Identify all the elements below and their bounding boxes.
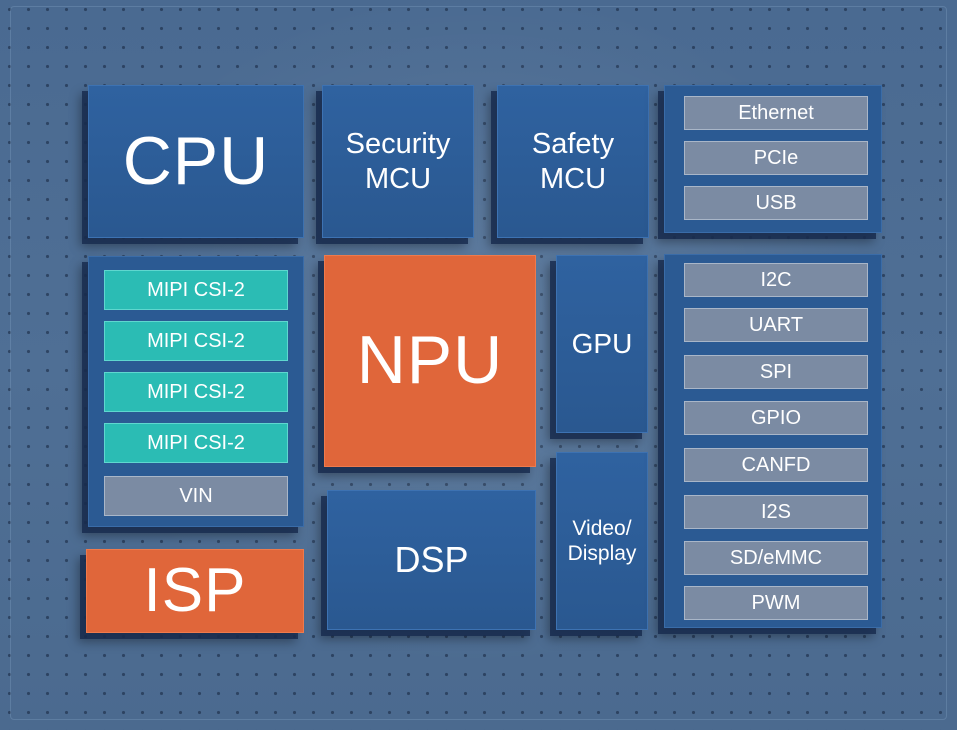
chip-outline	[10, 6, 947, 720]
npu-label: NPU	[356, 322, 504, 399]
dsp-block: DSP	[327, 490, 536, 630]
security-mcu-label-line2: MCU	[364, 162, 432, 195]
video-display-label-line1: Video/	[572, 516, 632, 540]
cpu-block: CPU	[88, 85, 304, 238]
mipi-csi2-interface-3: MIPI CSI-2	[104, 372, 288, 412]
mipi-csi2-interface-1: MIPI CSI-2	[104, 270, 288, 310]
safety-mcu-label-line1: Safety	[531, 127, 615, 160]
gpu-block: GPU	[556, 255, 648, 433]
gpu-label: GPU	[571, 328, 633, 360]
safety-mcu-block: Safety MCU	[497, 85, 649, 238]
security-mcu-block: Security MCU	[322, 85, 474, 238]
gpio-interface: GPIO	[684, 401, 868, 435]
video-display-label-line2: Display	[567, 542, 637, 565]
mipi-csi2-interface-4: MIPI CSI-2	[104, 423, 288, 463]
uart-interface: UART	[684, 308, 868, 342]
isp-label: ISP	[143, 555, 247, 625]
ethernet-interface: Ethernet	[684, 96, 868, 130]
npu-block: NPU	[324, 255, 536, 467]
safety-mcu-label-line2: MCU	[539, 162, 607, 195]
dsp-label: DSP	[394, 539, 469, 581]
usb-interface: USB	[684, 186, 868, 220]
spi-interface: SPI	[684, 355, 868, 389]
canfd-interface: CANFD	[684, 448, 868, 482]
i2s-interface: I2S	[684, 495, 868, 529]
cpu-label: CPU	[122, 122, 270, 199]
video-display-block: Video/ Display	[556, 452, 648, 630]
pcie-interface: PCIe	[684, 141, 868, 175]
mipi-csi2-interface-2: MIPI CSI-2	[104, 321, 288, 361]
i2c-interface: I2C	[684, 263, 868, 297]
vin-interface: VIN	[104, 476, 288, 516]
sd-emmc-interface: SD/eMMC	[684, 541, 868, 575]
isp-block: ISP	[86, 549, 304, 633]
pwm-interface: PWM	[684, 586, 868, 620]
security-mcu-label-line1: Security	[345, 127, 451, 160]
